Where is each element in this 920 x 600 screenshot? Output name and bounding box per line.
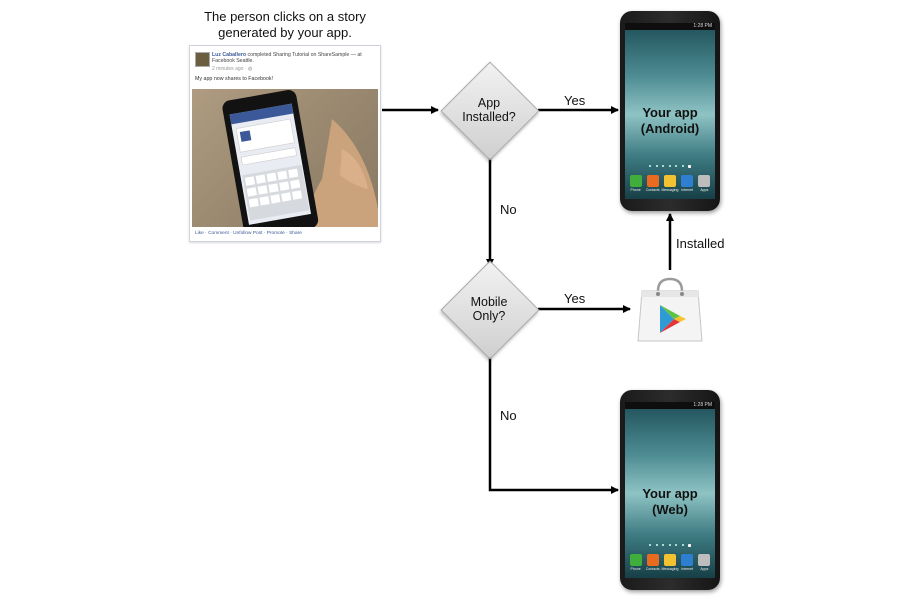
story-time-text: 2 minutes ago · xyxy=(212,66,248,72)
edge-label-yes-installed: Yes xyxy=(564,93,586,108)
messaging-icon xyxy=(663,554,676,566)
facebook-story-card: Luz Caballero completed Sharing Tutorial… xyxy=(189,45,381,242)
story-actions: Like · Comment · Unfollow Post · Promote… xyxy=(195,231,302,236)
dock-item: Internet xyxy=(679,554,695,576)
dock-label: Apps xyxy=(700,188,709,192)
status-time: 1:28 PM xyxy=(693,23,712,29)
decision-mobile-only: Mobile Only? xyxy=(440,260,540,360)
internet-icon xyxy=(681,554,694,566)
contacts-icon xyxy=(646,175,659,187)
dock-label: Messaging xyxy=(661,188,679,192)
page-dots xyxy=(649,544,691,547)
phone-icon xyxy=(629,175,642,187)
dock-label: Phone xyxy=(630,188,641,192)
messaging-icon xyxy=(663,175,676,187)
globe-icon: ◍ xyxy=(247,66,253,72)
story-caption: The person clicks on a story generated b… xyxy=(204,9,366,40)
dock-item: Messaging xyxy=(662,554,678,576)
edge-label-yes-mobile: Yes xyxy=(564,291,586,306)
author-avatar xyxy=(195,52,210,67)
story-time: 2 minutes ago · ◍ xyxy=(212,66,252,72)
apps-icon xyxy=(698,175,711,187)
phone-label-android: Your app (Android) xyxy=(640,105,700,136)
story-text: My app now shares to Facebook! xyxy=(195,76,274,82)
play-store-icon xyxy=(636,275,704,343)
decision-label: Mobile Only? xyxy=(470,295,508,323)
page-dots xyxy=(649,165,691,168)
status-bar: 1:28 PM xyxy=(625,402,715,409)
phone-label-web: Your app (Web) xyxy=(642,486,698,517)
dock-label: Phone xyxy=(630,567,641,571)
edge-label-no-installed: No xyxy=(500,202,517,217)
story-photo xyxy=(192,89,378,227)
contacts-icon xyxy=(646,554,659,566)
decision-app-installed: App Installed? xyxy=(440,61,540,161)
internet-icon xyxy=(681,175,694,187)
dock-item: Apps xyxy=(696,554,712,576)
hand-holding-phone-photo xyxy=(192,89,378,227)
status-bar: 1:28 PM xyxy=(625,23,715,30)
dock-item: Apps xyxy=(696,175,712,197)
status-time: 1:28 PM xyxy=(693,402,712,408)
dock-label: Messaging xyxy=(661,567,679,571)
dock-item: Phone xyxy=(628,554,644,576)
phone-icon xyxy=(629,554,642,566)
dock-item: Messaging xyxy=(662,175,678,197)
story-header: Luz Caballero completed Sharing Tutorial… xyxy=(212,52,376,64)
dock-label: Internet xyxy=(681,567,694,571)
phone-android: 1:28 PM Your app (Android) Phone Contacts… xyxy=(620,11,720,211)
arrow-mobile-no xyxy=(488,348,619,494)
decision-label: App Installed? xyxy=(462,96,516,124)
dock-label: Contacts xyxy=(645,188,660,192)
story-header-text: completed Sharing Tutorial on ShareSampl… xyxy=(212,52,362,64)
story-author: Luz Caballero xyxy=(212,52,247,58)
edge-label-installed: Installed xyxy=(676,236,725,251)
dock-item: Phone xyxy=(628,175,644,197)
dock-label: Apps xyxy=(700,567,709,571)
dock-item: Contacts xyxy=(645,554,661,576)
phone-screen: 1:28 PM Your app (Android) Phone Contacts… xyxy=(625,23,715,199)
dock-label: Contacts xyxy=(645,567,660,571)
dock-label: Internet xyxy=(681,188,694,192)
dock-item: Internet xyxy=(679,175,695,197)
edge-label-no-mobile: No xyxy=(500,408,517,423)
dock-item: Contacts xyxy=(645,175,661,197)
apps-icon xyxy=(698,554,711,566)
